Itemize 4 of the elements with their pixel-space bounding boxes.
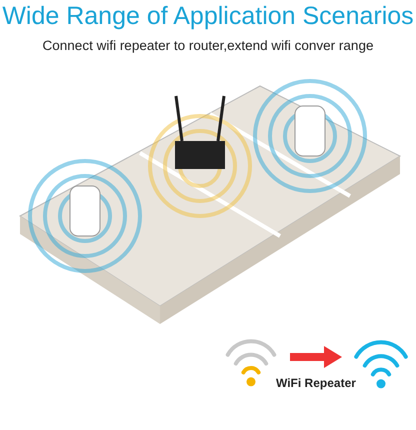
subtitle: Connect wifi repeater to router,extend wifi conver range [42,38,374,53]
arrow [290,346,342,368]
caption: WiFi Repeater [276,376,356,390]
title: Wide Range of Application Scenarios [1,2,415,31]
